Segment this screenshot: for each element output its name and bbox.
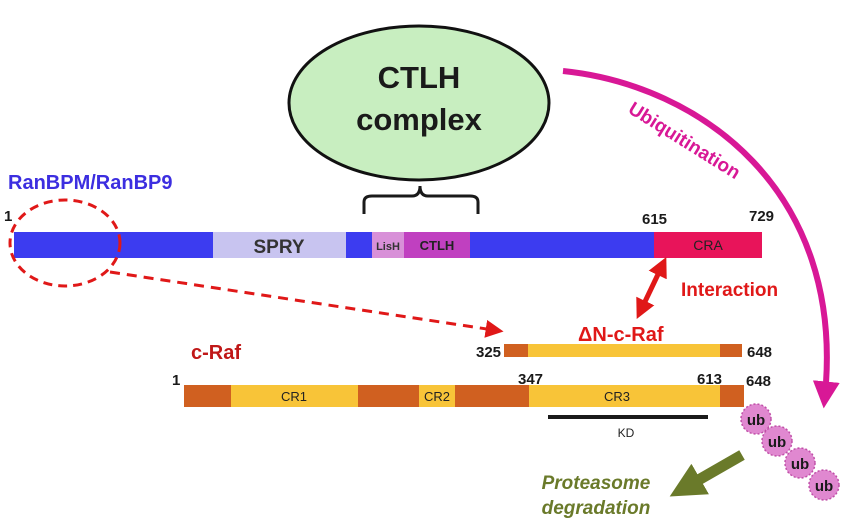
craf-613-label: 613 [697,371,722,388]
craf-end-label: 648 [746,373,771,390]
delta-nc-raf-body [528,344,720,357]
craf-bar: CR1 CR2 CR3 [184,385,744,407]
kd-line [548,415,708,419]
ctlh-complex: CTLH complex [287,24,551,182]
ranbpm-end-label: 729 [749,208,774,225]
proteasome-line2: degradation [542,498,651,519]
proteasome-arrow [669,450,745,497]
proteasome-line1: Proteasome [542,473,651,494]
cr1-label: CR1 [281,389,307,404]
ctlh-complex-line2: complex [356,102,483,137]
cra-label: CRA [693,237,723,253]
delta-nc-raf-left-cap [504,344,528,357]
lish-domain [372,232,404,258]
cra-domain [654,232,762,258]
ctlh-brace [362,185,480,214]
spry-label: SPRY [253,237,304,258]
delta-nc-raf-start-label: 325 [476,344,501,361]
delta-nc-raf-end-label: 648 [747,344,772,361]
n-terminus-dashed-circle [8,198,122,288]
ub-label: ub [791,456,809,473]
cr2-domain [419,385,455,407]
ctlh-domain [404,232,470,258]
interaction-arrow [636,256,667,320]
ub-label: ub [747,412,765,429]
delta-nc-raf-bar [504,344,742,357]
cr2-label: CR2 [424,389,450,404]
lish-label: LisH [376,241,400,253]
ub-ball [784,447,816,479]
ubiquitination-arrow [562,68,840,409]
ub-label: ub [768,434,786,451]
ctlh-complex-line1: CTLH [378,60,461,95]
delta-nc-raf-right-cap [720,344,742,357]
craf-title: c-Raf [191,342,241,364]
cr1-domain [231,385,358,407]
ub-ball [761,425,793,457]
interaction-label: Interaction [681,280,778,301]
ranbpm-cra-start-label: 615 [642,211,667,228]
ctlh-complex-ellipse [287,24,551,182]
ub-ball [740,403,772,435]
delta-nc-raf-title: ΔN-c-Raf [578,324,664,346]
ctlh-domain-label: CTLH [420,238,455,253]
kd-label: KD [618,426,635,440]
deletion-dashed-arrow [109,270,504,338]
ub-label: ub [815,478,833,495]
spry-domain [213,232,346,258]
cr3-domain [529,385,720,407]
craf-start-label: 1 [172,372,180,389]
ubiquitin-chain: ub ub ub ub [740,403,840,501]
ranbpm-title: RanBPM/RanBP9 [8,172,172,194]
ub-ball [808,469,840,501]
craf-347-label: 347 [518,371,543,388]
ranbpm-start-label: 1 [4,208,12,225]
cr3-label: CR3 [604,389,630,404]
ranbpm-bar: SPRY LisH CTLH CRA [14,232,762,258]
